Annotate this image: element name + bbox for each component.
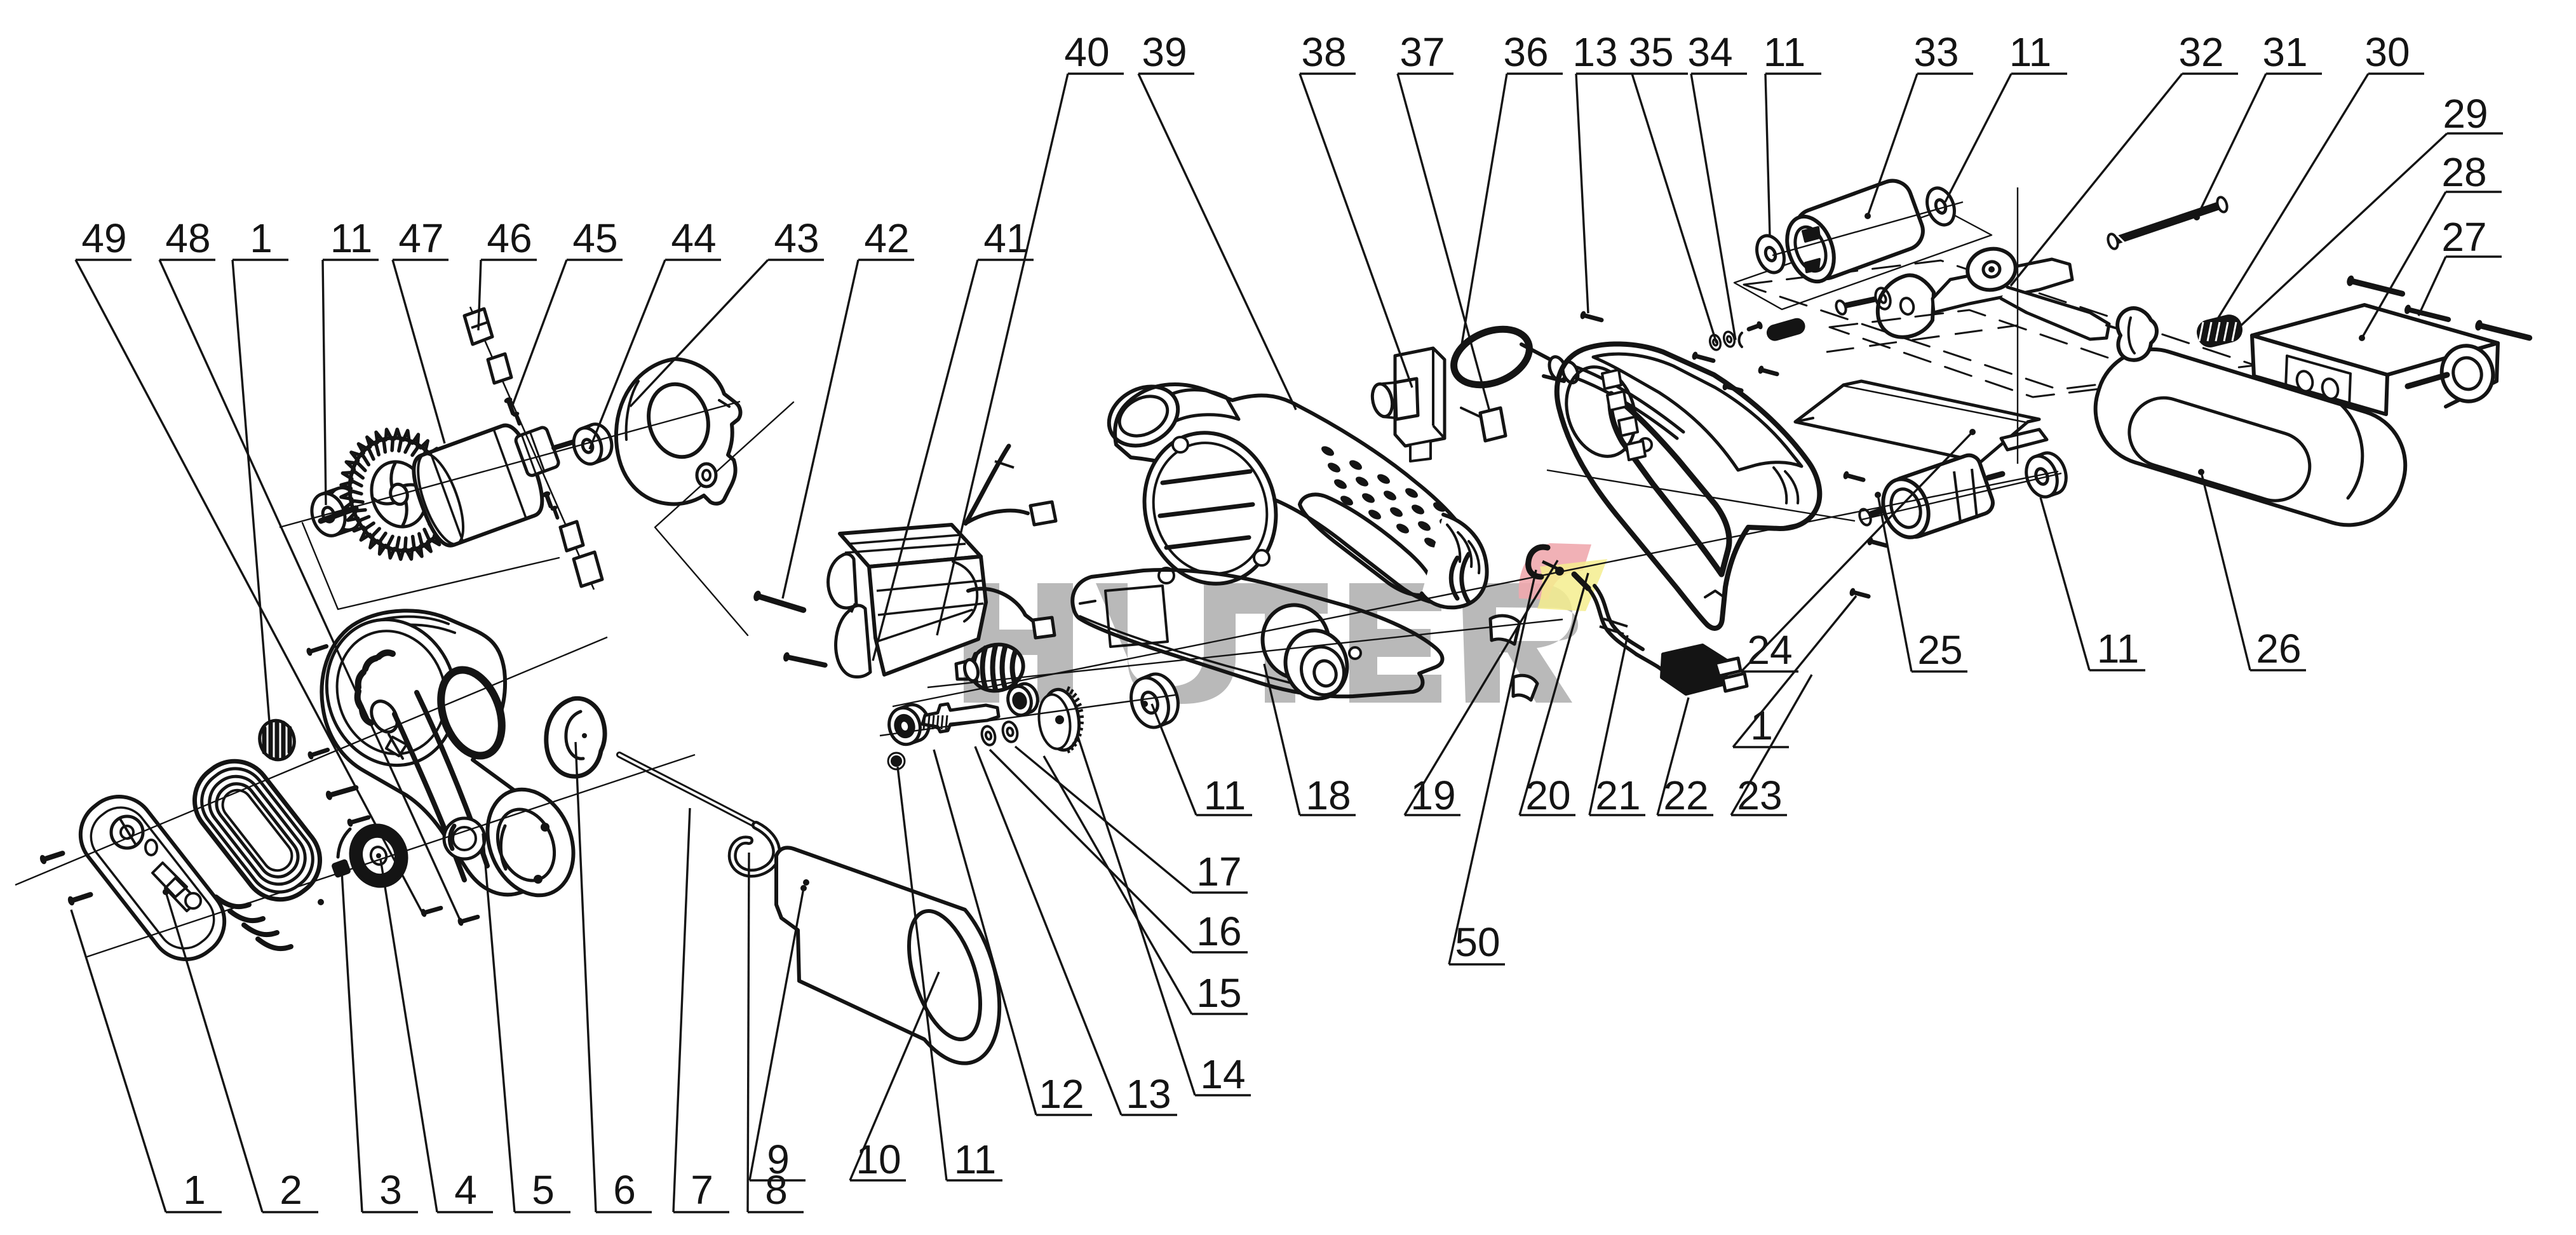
svg-text:1: 1 <box>1750 703 1773 748</box>
svg-text:17: 17 <box>1196 849 1241 894</box>
svg-text:10: 10 <box>856 1137 901 1182</box>
svg-text:46: 46 <box>487 215 532 261</box>
svg-text:11: 11 <box>954 1137 996 1182</box>
svg-text:1: 1 <box>183 1167 206 1213</box>
svg-text:24: 24 <box>1747 627 1792 673</box>
svg-text:1: 1 <box>250 215 273 261</box>
svg-text:47: 47 <box>398 215 443 261</box>
svg-text:50: 50 <box>1455 919 1500 965</box>
svg-text:41: 41 <box>983 215 1028 261</box>
svg-text:34: 34 <box>1687 29 1732 75</box>
svg-text:9: 9 <box>767 1137 790 1182</box>
svg-text:43: 43 <box>774 215 819 261</box>
svg-text:26: 26 <box>2256 626 2301 671</box>
svg-text:32: 32 <box>2178 29 2223 75</box>
svg-text:16: 16 <box>1196 908 1241 954</box>
svg-text:11: 11 <box>1204 773 1246 818</box>
svg-text:30: 30 <box>2364 29 2410 75</box>
svg-text:27: 27 <box>2441 214 2486 260</box>
svg-text:11: 11 <box>2009 29 2051 75</box>
svg-text:5: 5 <box>532 1167 555 1213</box>
svg-text:35: 35 <box>1628 29 1673 75</box>
svg-text:11: 11 <box>330 215 372 261</box>
svg-text:23: 23 <box>1737 773 1782 818</box>
svg-text:4: 4 <box>454 1167 477 1213</box>
svg-text:12: 12 <box>1039 1071 1084 1117</box>
svg-text:31: 31 <box>2262 29 2307 75</box>
svg-text:25: 25 <box>1917 627 1962 673</box>
svg-text:49: 49 <box>81 215 126 261</box>
svg-text:6: 6 <box>613 1167 636 1213</box>
svg-text:40: 40 <box>1064 29 1109 75</box>
svg-text:7: 7 <box>691 1167 713 1213</box>
svg-text:29: 29 <box>2443 91 2488 137</box>
svg-text:38: 38 <box>1301 29 1346 75</box>
svg-text:13: 13 <box>1126 1071 1171 1117</box>
svg-text:19: 19 <box>1410 773 1455 818</box>
svg-text:18: 18 <box>1305 773 1351 818</box>
svg-text:37: 37 <box>1399 29 1445 75</box>
svg-text:11: 11 <box>1763 29 1805 75</box>
svg-text:21: 21 <box>1595 773 1640 818</box>
svg-text:14: 14 <box>1200 1051 1245 1097</box>
svg-text:20: 20 <box>1525 773 1570 818</box>
svg-text:22: 22 <box>1663 773 1708 818</box>
svg-text:8: 8 <box>765 1167 788 1213</box>
svg-text:28: 28 <box>2441 149 2486 195</box>
svg-text:15: 15 <box>1196 970 1241 1016</box>
svg-text:39: 39 <box>1142 29 1187 75</box>
svg-text:44: 44 <box>671 215 716 261</box>
svg-text:42: 42 <box>864 215 909 261</box>
svg-text:2: 2 <box>280 1167 302 1213</box>
svg-text:36: 36 <box>1503 29 1548 75</box>
svg-text:11: 11 <box>2097 626 2139 671</box>
svg-text:48: 48 <box>165 215 210 261</box>
svg-text:45: 45 <box>572 215 617 261</box>
svg-text:3: 3 <box>379 1167 402 1213</box>
svg-text:13: 13 <box>1572 29 1617 75</box>
svg-text:33: 33 <box>1913 29 1959 75</box>
